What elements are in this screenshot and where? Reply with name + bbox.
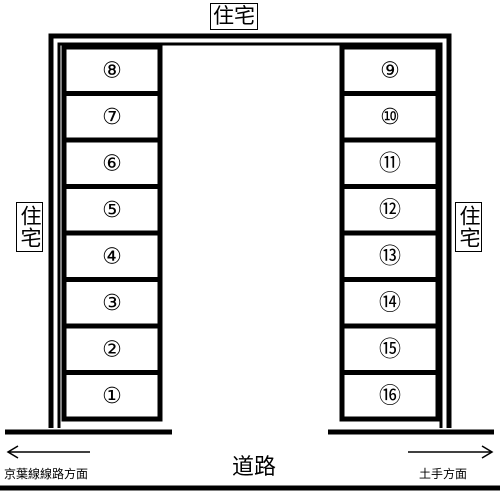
stall-number: ⑮ [379,337,401,362]
stall-number: ⑫ [379,198,401,223]
stall-number: ⑤ [102,198,122,223]
house-label-top: 住宅 [210,3,258,30]
stall-number: ⑦ [102,105,122,130]
house-label-left: 住宅 [16,202,43,252]
stall-number: ⑭ [379,291,401,316]
boundary-inner-line [57,42,443,428]
stall-number: ① [102,384,122,409]
stall-number: ③ [102,291,122,316]
property-boundary [48,33,452,428]
stall-number: ② [102,337,122,362]
right-stall-column: ⑨ ⑩ ⑪ ⑫ ⑬ ⑭ ⑮ ⑯ [339,44,441,422]
stall-number: ⑯ [379,384,401,409]
stall-number: ④ [102,244,122,269]
stall-number: ⑧ [102,58,122,83]
arrow-right [408,445,494,459]
stall-number: ⑥ [102,151,122,176]
left-stall-column: ⑧ ⑦ ⑥ ⑤ ④ ③ ② ① [61,44,163,422]
stall-number: ⑪ [379,151,401,176]
house-label-right: 住宅 [455,202,482,252]
stall-number: ⑩ [380,105,400,130]
road-label: 道路 [232,455,277,480]
arrow-left [6,445,90,459]
stall-number: ⑨ [380,58,400,83]
direction-label-left: 京葉線線路方面 [4,467,89,481]
direction-label-right: 土手方面 [419,467,468,481]
stall-number: ⑬ [379,244,401,269]
boundary-outer-line [48,33,452,428]
